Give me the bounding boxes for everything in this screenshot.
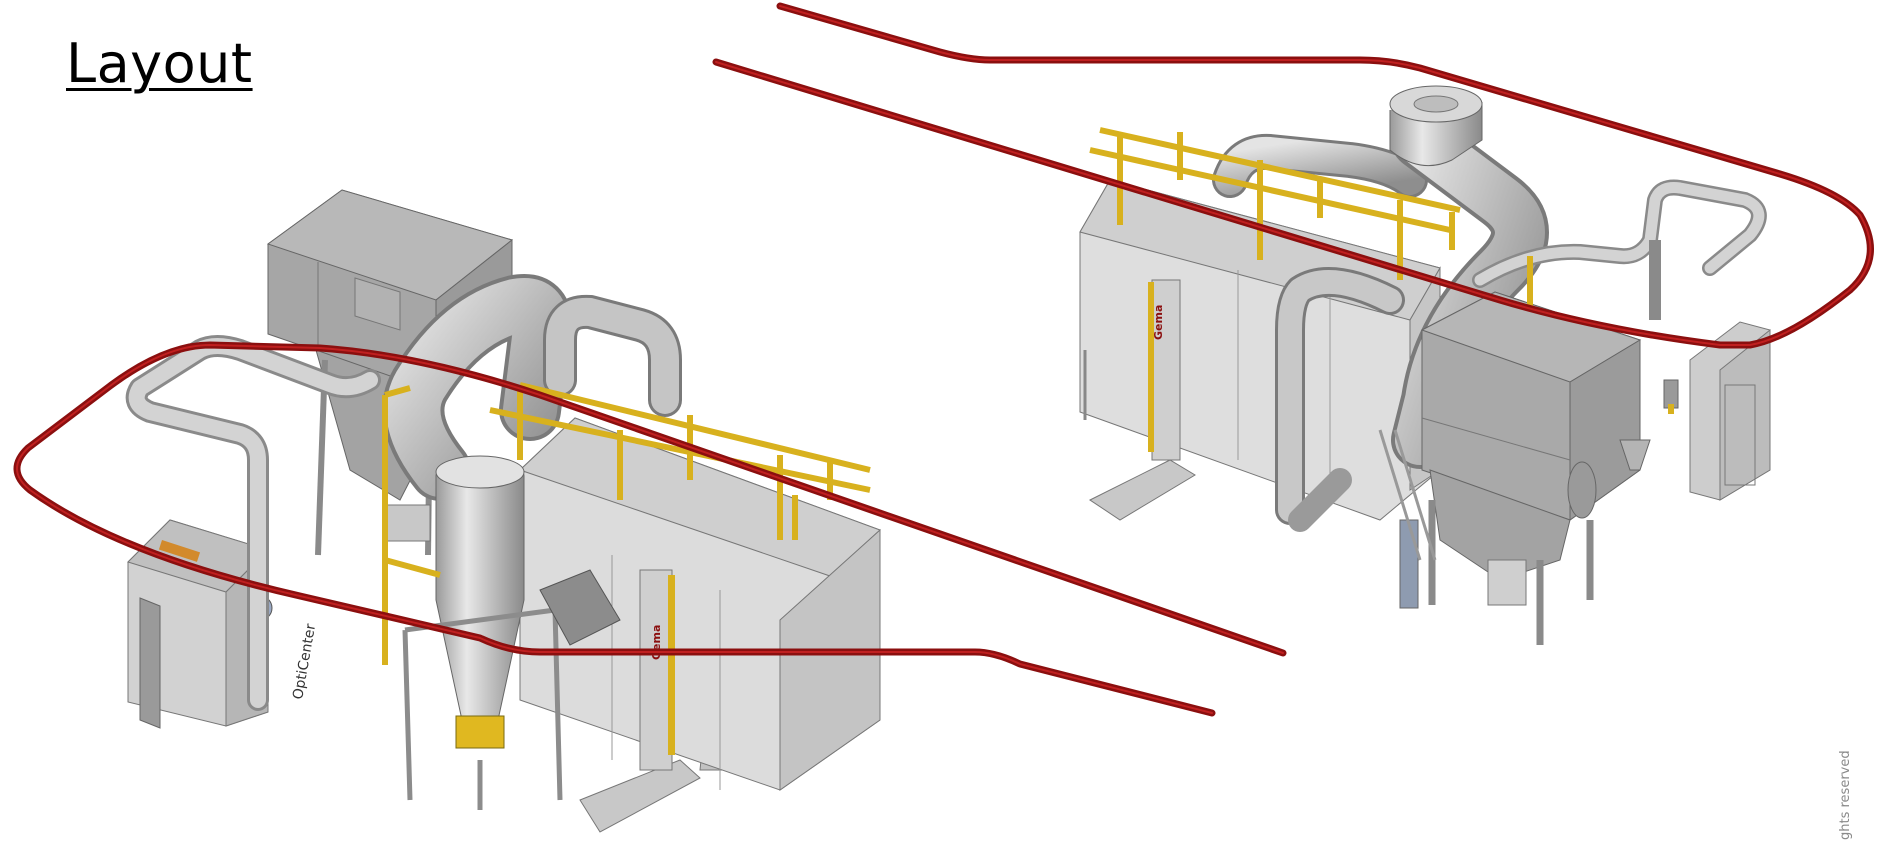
right-gema-logo: Gema	[1152, 305, 1165, 340]
right-yellow-frame	[1089, 127, 1533, 310]
right-filter-enclosure	[1378, 291, 1642, 645]
copyright-footer: ghts reserved	[1838, 750, 1853, 840]
right-cyclone	[1389, 85, 1483, 167]
page-title: Layout	[66, 32, 253, 95]
left-yellow-frame	[382, 382, 871, 665]
left-cyclone	[402, 455, 621, 810]
right-control-cabinet	[1619, 321, 1771, 501]
opticenter-label: OptiCenter	[290, 622, 319, 700]
right-system: Gema	[712, 2, 1874, 645]
left-booth: Gema	[519, 417, 881, 833]
right-conveyor	[712, 2, 1874, 349]
left-system: OptiCenter Gema	[13, 189, 1287, 833]
left-conveyor	[13, 341, 1287, 717]
